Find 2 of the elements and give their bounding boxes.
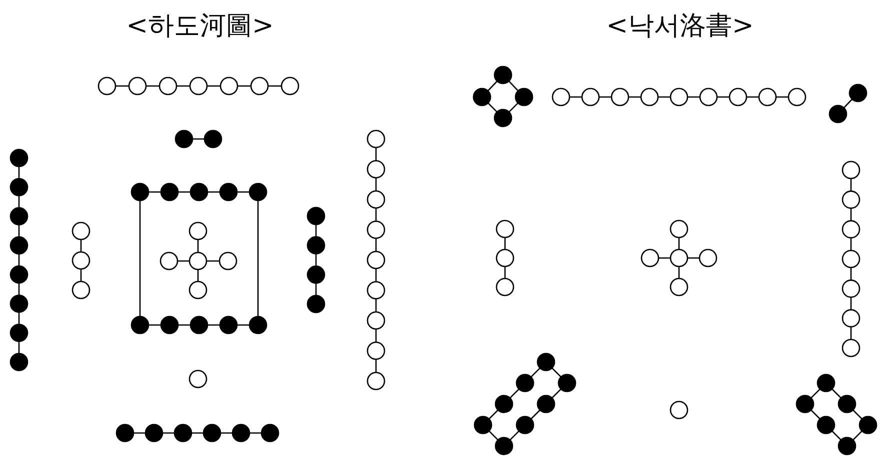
diagram-heading: <하도河圖> — [126, 10, 274, 43]
diagram-heading: <낙서洛書> — [606, 10, 754, 43]
